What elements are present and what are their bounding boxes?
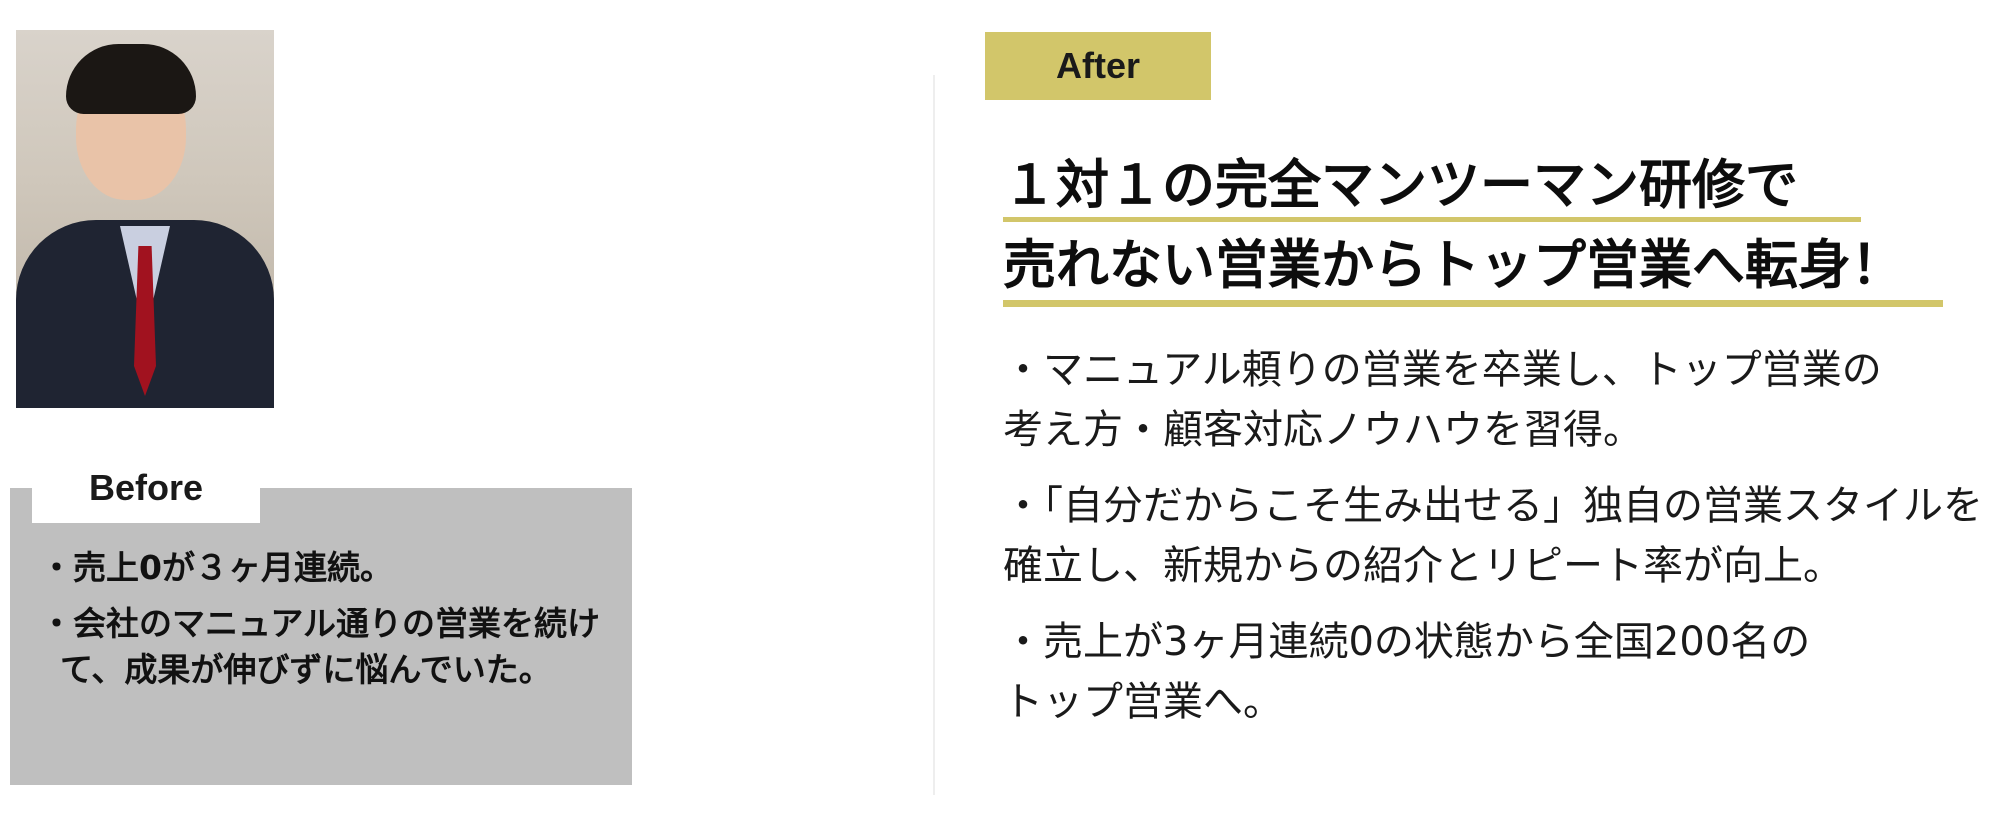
after-list: ・マニュアル頼りの営業を卒業し、トップ営業の 考え方・顧客対応ノウハウを習得。 … xyxy=(1003,340,1983,748)
center-divider xyxy=(933,75,935,795)
before-item: ・売上0が３ヶ月連続。 xyxy=(40,548,393,587)
after-item-line: 確立し、新規からの紹介とリピート率が向上。 xyxy=(1003,543,1843,589)
after-item-line: トップ営業へ。 xyxy=(1003,679,1283,725)
after-item-line: 考え方・顧客対応ノウハウを習得。 xyxy=(1003,407,1643,453)
headline-underline-2 xyxy=(1003,300,1943,307)
before-list: ・売上0が３ヶ月連続。 ・会社のマニュアル通りの営業を続けて、成果が伸びずに悩ん… xyxy=(40,545,625,703)
profile-photo xyxy=(16,30,274,408)
after-item-line: ・売上が3ヶ月連続0の状態から全国200名の xyxy=(1003,619,1811,665)
before-item: ・会社のマニュアル通りの営業を続けて、成果が伸びずに悩んでいた。 xyxy=(40,604,601,689)
headline-line-1: １対１の完全マンツーマン研修で xyxy=(1003,155,1798,216)
after-item: ・マニュアル頼りの営業を卒業し、トップ営業の 考え方・顧客対応ノウハウを習得。 xyxy=(1003,340,1983,460)
after-item: ・「自分だからこそ生み出せる」独自の営業スタイルを 確立し、新規からの紹介とリピ… xyxy=(1003,476,1983,596)
after-item-line: ・「自分だからこそ生み出せる」独自の営業スタイルを xyxy=(1003,483,1983,529)
photo-hair xyxy=(66,44,196,114)
headline-underline-1 xyxy=(1003,217,1861,222)
headline-line-2: 売れない営業からトップ営業へ転身！ xyxy=(1003,235,1904,296)
after-item-line: ・マニュアル頼りの営業を卒業し、トップ営業の xyxy=(1003,347,1882,393)
photo-tie xyxy=(134,246,156,396)
after-label: After xyxy=(985,32,1211,100)
after-headline: １対１の完全マンツーマン研修で 売れない営業からトップ営業へ転身！ xyxy=(1003,146,1904,306)
before-label: Before xyxy=(32,453,260,523)
before-panel xyxy=(10,488,632,785)
after-item: ・売上が3ヶ月連続0の状態から全国200名の トップ営業へ。 xyxy=(1003,612,1983,732)
